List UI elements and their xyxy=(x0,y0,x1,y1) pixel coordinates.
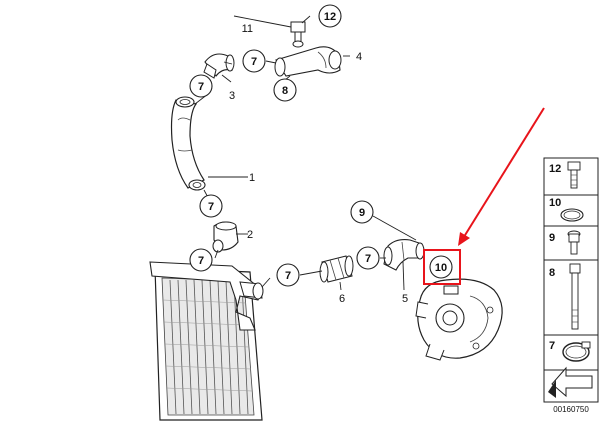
svg-text:7: 7 xyxy=(251,56,257,68)
svg-text:10: 10 xyxy=(549,197,561,209)
legend-item-8: 8 xyxy=(549,263,581,330)
label-4: 4 xyxy=(356,51,362,63)
turbocharger xyxy=(415,278,503,361)
part-labels: 11 4 3 1 2 6 5 xyxy=(229,23,408,305)
callout-8: 8 xyxy=(273,78,297,102)
hose-6 xyxy=(319,255,354,283)
legend-item-7: 7 xyxy=(549,340,591,362)
sensor-11 xyxy=(290,21,306,48)
callout-7-c: 7 xyxy=(199,194,223,218)
pipe-4 xyxy=(274,46,342,77)
svg-text:7: 7 xyxy=(285,270,291,282)
hose-2 xyxy=(212,221,239,253)
label-1: 1 xyxy=(249,172,255,184)
svg-text:8: 8 xyxy=(549,267,555,279)
callout-7-e: 7 xyxy=(276,263,300,287)
label-5: 5 xyxy=(402,293,408,305)
svg-text:7: 7 xyxy=(198,255,204,267)
svg-text:10: 10 xyxy=(435,262,447,274)
callout-7-b: 7 xyxy=(189,74,213,98)
svg-text:8: 8 xyxy=(282,85,288,97)
legend-item-10: 10 xyxy=(549,197,584,222)
callout-7-f: 7 xyxy=(356,246,380,270)
label-11: 11 xyxy=(242,23,253,35)
label-6: 6 xyxy=(339,293,345,305)
highlight xyxy=(423,107,545,285)
svg-text:9: 9 xyxy=(549,232,555,244)
highlight-box xyxy=(423,249,461,285)
svg-text:9: 9 xyxy=(359,207,365,219)
drawing-code: 00160750 xyxy=(553,405,589,414)
svg-text:7: 7 xyxy=(208,201,214,213)
callout-7-a: 7 xyxy=(242,49,266,73)
callout-7-d: 7 xyxy=(189,248,213,272)
red-arrow-head xyxy=(458,232,470,246)
legend-item-12: 12 xyxy=(549,161,581,189)
callout-10: 10 xyxy=(429,255,453,279)
hose-3 xyxy=(203,53,235,79)
legend-item-9: 9 xyxy=(549,230,581,255)
svg-text:12: 12 xyxy=(549,163,561,175)
callout-9: 9 xyxy=(350,200,374,224)
svg-text:12: 12 xyxy=(324,11,336,23)
direction-arrow-icon xyxy=(548,366,593,398)
red-arrow xyxy=(461,107,545,241)
callout-12-top: 12 xyxy=(318,4,342,28)
svg-text:7: 7 xyxy=(365,253,371,265)
charge-pipe-1 xyxy=(170,96,206,191)
parts-legend: 12 10 9 8 7 xyxy=(543,157,599,414)
svg-text:7: 7 xyxy=(198,81,204,93)
label-3: 3 xyxy=(229,90,235,102)
svg-text:7: 7 xyxy=(549,340,555,352)
intercooler xyxy=(149,261,264,421)
hose-5 xyxy=(383,239,425,271)
callouts: 12 7 8 7 7 7 7 7 xyxy=(189,4,453,287)
label-2: 2 xyxy=(247,229,253,241)
